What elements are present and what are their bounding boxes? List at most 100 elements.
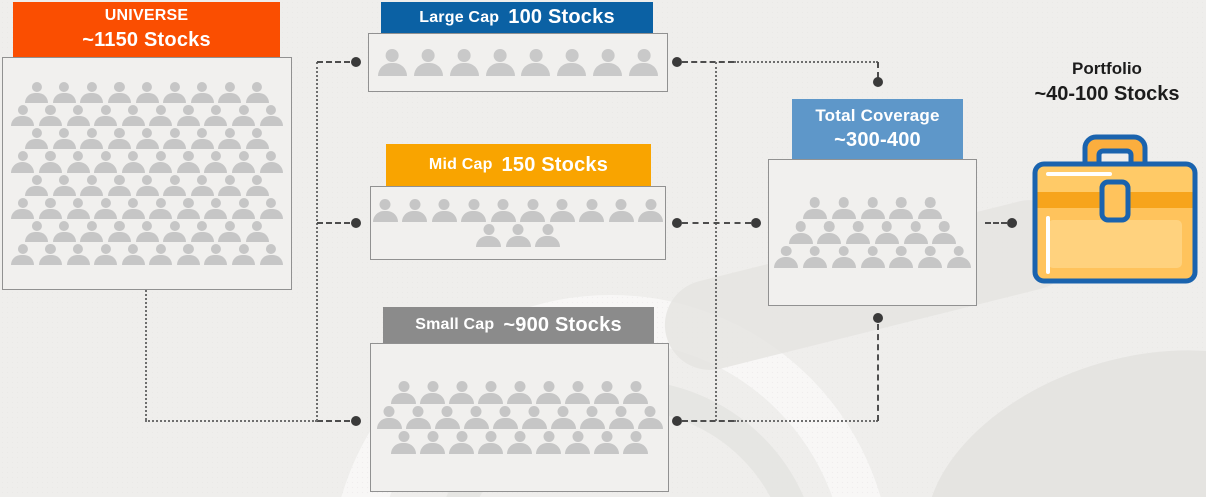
person-icon	[11, 151, 35, 173]
person-icon	[579, 199, 605, 222]
person-icon	[25, 81, 49, 104]
small-cap-label: Small Cap	[415, 316, 495, 333]
person-icon	[176, 197, 200, 219]
person-icon	[94, 105, 118, 127]
person-icon	[629, 49, 659, 76]
person-icon	[638, 199, 664, 222]
person-icon	[11, 243, 35, 266]
person-icon	[204, 197, 228, 219]
person-icon	[121, 151, 145, 173]
person-icon	[391, 431, 416, 454]
mid-cap-label: Mid Cap	[428, 156, 493, 173]
person-icon	[232, 197, 256, 219]
portfolio-title: Portfolio	[1072, 59, 1142, 78]
briefcase-icon	[1032, 134, 1198, 284]
person-icon	[434, 406, 460, 429]
person-icon	[565, 381, 590, 404]
connector-universe-drop	[145, 290, 147, 420]
person-icon	[25, 174, 49, 196]
person-icon	[11, 197, 35, 219]
pictogram-row	[23, 81, 271, 104]
large-cap-value: 100 Stocks	[508, 6, 615, 28]
person-icon	[774, 245, 799, 268]
person-icon	[107, 128, 131, 150]
person-icon	[190, 128, 214, 150]
person-icon	[245, 81, 269, 104]
total-coverage-title: Total Coverage	[815, 105, 940, 125]
person-icon	[490, 199, 516, 222]
large-cap-pictogram-box	[368, 33, 668, 92]
person-icon	[204, 151, 228, 173]
person-icon	[80, 174, 104, 196]
person-icon	[176, 243, 200, 266]
person-icon	[802, 197, 827, 220]
person-icon	[492, 406, 518, 429]
person-icon	[860, 245, 885, 268]
person-icon	[463, 406, 489, 429]
person-icon	[52, 81, 76, 104]
person-icon	[38, 243, 62, 266]
person-icon	[259, 243, 283, 266]
connector-small-cap-run	[734, 420, 878, 422]
total-coverage-header: Total Coverage ~300-400	[792, 99, 963, 159]
person-icon	[889, 245, 914, 268]
connector-dot-portfolio-in	[1007, 218, 1017, 228]
pictogram-row	[9, 197, 285, 219]
person-icon	[478, 381, 503, 404]
person-icon	[788, 221, 813, 244]
person-icon	[107, 174, 131, 196]
person-icon	[94, 243, 118, 266]
person-icon	[94, 151, 118, 173]
connector-dot-large-cap-in	[351, 57, 361, 67]
small-cap-value: ~900 Stocks	[503, 313, 622, 336]
pictogram-row	[23, 174, 271, 196]
total-coverage-subtitle: ~300-400	[834, 129, 921, 152]
connector-dot-coverage-bottom-in	[873, 313, 883, 323]
person-icon	[402, 199, 428, 222]
pictogram-row	[389, 381, 650, 404]
person-icon	[218, 128, 242, 150]
universe-subtitle: ~1150 Stocks	[82, 28, 211, 51]
mid-cap-pictogram-box	[370, 186, 666, 260]
connector-large-cap-branch	[317, 61, 350, 63]
person-icon	[190, 220, 214, 242]
person-icon	[420, 381, 445, 404]
person-icon	[449, 381, 474, 404]
connector-dot-mid-cap-in	[351, 218, 361, 228]
person-icon	[135, 81, 159, 104]
person-icon	[817, 221, 842, 244]
person-icon	[163, 128, 187, 150]
mid-cap-value: 150 Stocks	[501, 153, 609, 176]
person-icon	[535, 224, 560, 247]
person-icon	[623, 431, 648, 454]
connector-dot-coverage-top-in	[873, 77, 883, 87]
pictogram-row	[23, 128, 271, 150]
person-icon	[903, 221, 928, 244]
person-icon	[377, 49, 407, 76]
person-icon	[218, 174, 242, 196]
person-icon	[38, 105, 62, 127]
universe-pictogram-box	[2, 57, 292, 290]
person-icon	[204, 243, 228, 266]
background-watermark-blob	[890, 301, 1206, 497]
person-icon	[245, 220, 269, 242]
person-icon	[485, 49, 515, 76]
portfolio-subtitle: ~40-100 Stocks	[1034, 82, 1180, 105]
large-cap-label: Large Cap	[419, 8, 500, 26]
person-icon	[232, 151, 256, 173]
person-icon	[149, 243, 173, 266]
person-icon	[149, 105, 173, 127]
small-cap-pictogram-box	[370, 343, 669, 492]
person-icon	[232, 105, 256, 127]
person-icon	[66, 105, 90, 127]
person-icon	[66, 151, 90, 173]
connector-dot-large-cap-out	[672, 57, 682, 67]
person-icon	[536, 431, 561, 454]
pictogram-row	[786, 221, 959, 244]
person-icon	[372, 199, 398, 222]
person-icon	[25, 128, 49, 150]
person-icon	[190, 81, 214, 104]
pictogram-row	[9, 243, 285, 266]
person-icon	[507, 431, 532, 454]
